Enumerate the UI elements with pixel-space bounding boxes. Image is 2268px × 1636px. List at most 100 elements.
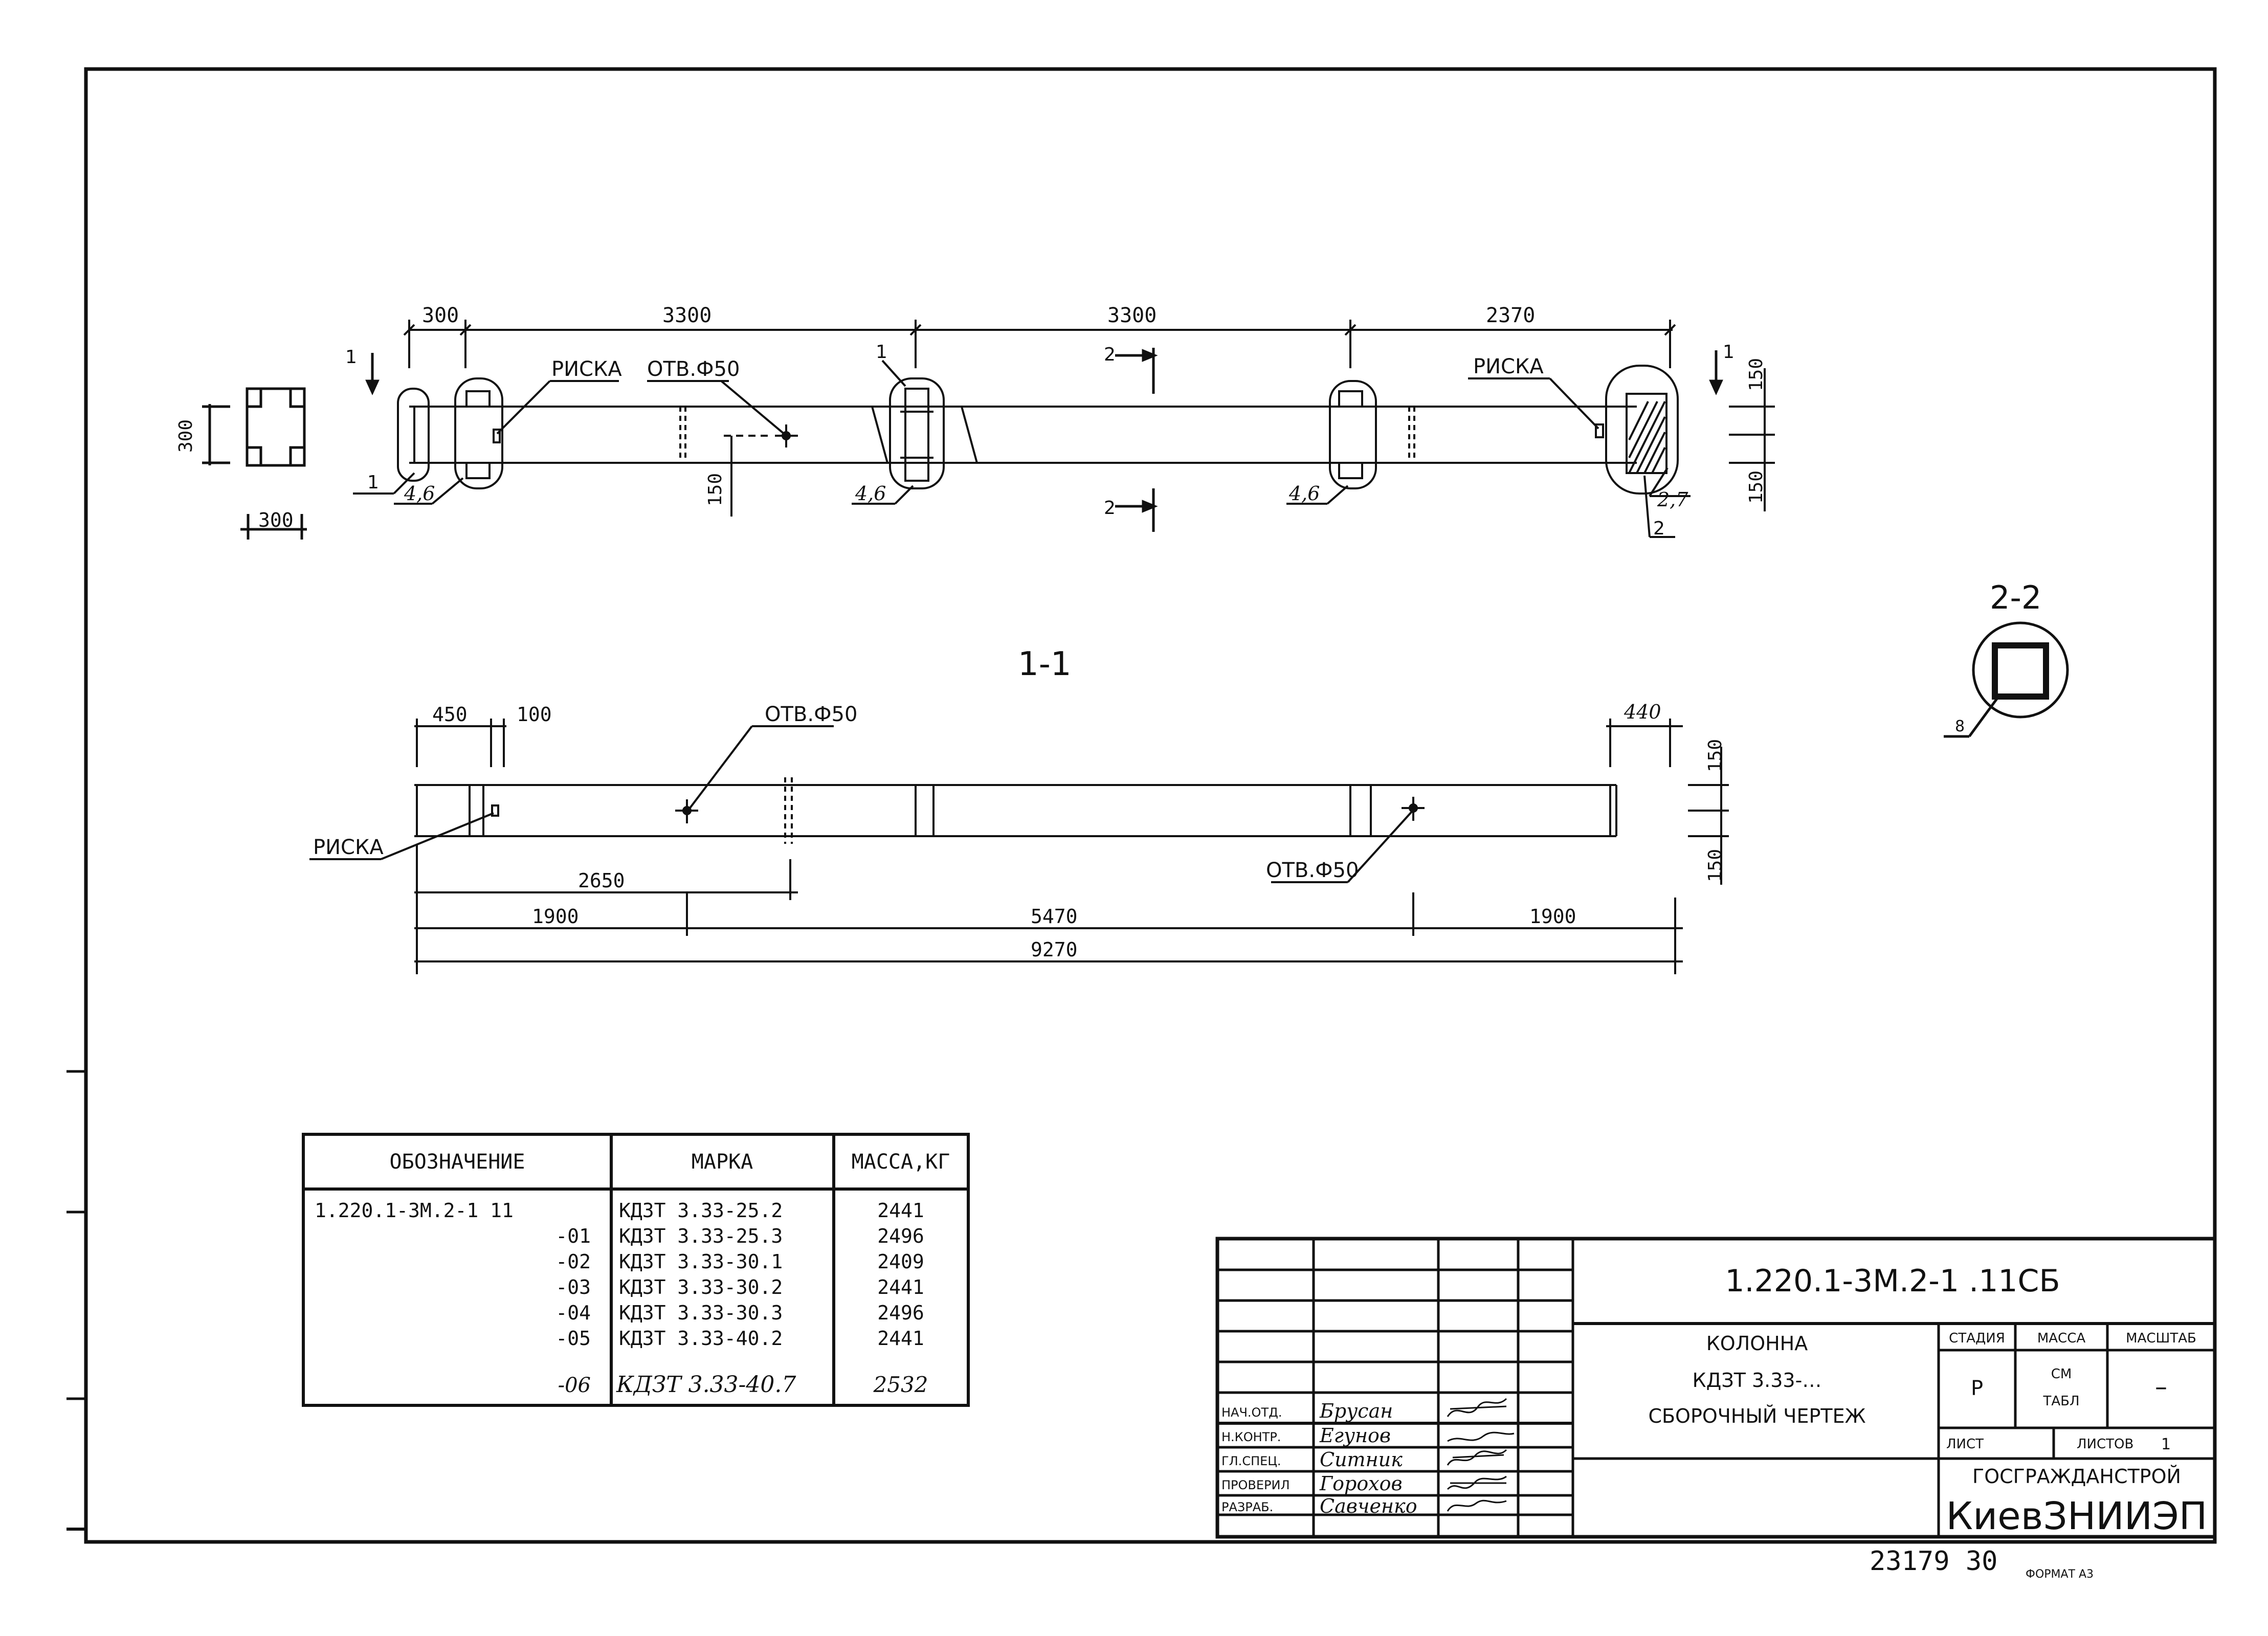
spec-mass: 2496 bbox=[877, 1302, 924, 1324]
dim-450: 450 bbox=[432, 703, 468, 726]
mass-value-2: ТАБЛ bbox=[2042, 1394, 2079, 1409]
spec-header-designation: ОБОЗНАЧЕНИЕ bbox=[390, 1150, 525, 1174]
document-code: 1.220.1-3М.2-1 .11СБ bbox=[1725, 1263, 2060, 1299]
spec-mark: КДЗТ 3.33-30.1 bbox=[619, 1250, 783, 1273]
dim-3300-a: 3300 bbox=[662, 304, 711, 327]
person-name: Брусан bbox=[1319, 1400, 1393, 1422]
section-bottom-dim-300: 300 bbox=[258, 509, 294, 531]
product-name: КОЛОННА bbox=[1706, 1332, 1808, 1355]
spec-row-1: -01 КДЗТ 3.33-25.3 2496 bbox=[555, 1225, 924, 1247]
dim-9270: 9270 bbox=[1031, 938, 1078, 961]
spec-designation: -03 bbox=[555, 1276, 591, 1298]
format-label: ФОРМАТ А3 bbox=[2026, 1568, 2094, 1581]
hole-dim-150: 150 bbox=[705, 473, 726, 506]
spec-row-5: -05 КДЗТ 3.33-40.2 2441 bbox=[555, 1327, 924, 1350]
org-name: ГОСГРАЖДАНСТРОЙ bbox=[1972, 1465, 2181, 1488]
mass-value-1: СМ bbox=[2051, 1366, 2072, 1382]
label-riska-section: РИСКА bbox=[313, 836, 384, 859]
cut1-left: 1 bbox=[345, 347, 357, 368]
person-name: Егунов bbox=[1319, 1424, 1391, 1447]
spec-mass: 2409 bbox=[877, 1250, 924, 1273]
dim-100: 100 bbox=[517, 703, 552, 726]
spec-mass: 2441 bbox=[877, 1199, 924, 1222]
callout-1-mid: 1 bbox=[876, 342, 887, 363]
sheet-frame bbox=[66, 67, 2217, 1544]
drawing-type: СБОРОЧНЫЙ ЧЕРТЕЖ bbox=[1648, 1405, 1865, 1427]
callout-2: 2 bbox=[1653, 518, 1665, 539]
dim-2650: 2650 bbox=[578, 869, 625, 892]
scale-header: МАСШТАБ bbox=[2126, 1331, 2196, 1346]
section-2-2: 2-2 8 bbox=[1944, 579, 2069, 738]
spec-table: ОБОЗНАЧЕНИЕ МАРКА МАССА,КГ 1.220.1-3М.2-… bbox=[302, 1133, 970, 1407]
spec-designation: -01 bbox=[555, 1225, 591, 1247]
dim-1900-b: 1900 bbox=[1529, 905, 1576, 928]
spec-row-2: -02 КДЗТ 3.33-30.1 2409 bbox=[555, 1250, 924, 1273]
sheets-label: ЛИСТОВ bbox=[2077, 1437, 2133, 1452]
callout-27: 2,7 bbox=[1657, 488, 1688, 511]
role-label: Н.КОНТР. bbox=[1221, 1430, 1281, 1444]
spec-mark: КДЗТ 3.33-30.3 bbox=[619, 1302, 783, 1324]
person-name: Савченко bbox=[1320, 1495, 1417, 1517]
spec-mark: КДЗТ 3.33-30.2 bbox=[619, 1276, 783, 1298]
spec-mass: 2441 bbox=[877, 1276, 924, 1298]
spec-mark: КДЗТ 3.33-40.2 bbox=[619, 1327, 783, 1350]
spec-designation: 1.220.1-3М.2-1 11 bbox=[315, 1199, 514, 1222]
top-view: 300 3300 3300 2370 bbox=[175, 304, 1775, 540]
label-hole-section-right: ОТВ.Ф50 bbox=[1266, 859, 1359, 882]
dim-1900-a: 1900 bbox=[532, 905, 579, 928]
spec-row-6: -06 КДЗТ 3.33-40.7 2532 bbox=[558, 1372, 928, 1398]
cut2-bottom: 2 bbox=[1104, 498, 1116, 519]
inventory-number: 23179 30 bbox=[1870, 1546, 1997, 1577]
spec-row-0: 1.220.1-3М.2-1 11 КДЗТ 3.33-25.2 2441 bbox=[315, 1199, 924, 1222]
org-institute: КиевЗНИИЭП bbox=[1946, 1494, 2208, 1538]
sheets-value: 1 bbox=[2161, 1436, 2171, 1453]
dim-2370: 2370 bbox=[1486, 304, 1535, 327]
role-label: РАЗРАБ. bbox=[1221, 1500, 1273, 1514]
dim-3300-b: 3300 bbox=[1107, 304, 1157, 327]
side-dim-150-b: 150 bbox=[1746, 470, 1767, 504]
spec-row-4: -04 КДЗТ 3.33-30.3 2496 bbox=[555, 1302, 924, 1324]
title-block: 1.220.1-3М.2-1 .11СБ КОЛОННА КДЗТ 3.33-…… bbox=[1215, 1237, 2217, 1539]
section-2-2-title: 2-2 bbox=[1990, 579, 2041, 616]
callout-46-c: 4,6 bbox=[1288, 482, 1320, 505]
spec-mark: КДЗТ 3.33-25.3 bbox=[619, 1225, 783, 1247]
callout-46-a: 4,6 bbox=[404, 482, 435, 505]
spec-header-mark: МАРКА bbox=[692, 1150, 753, 1174]
label-hole-left: ОТВ.Ф50 bbox=[647, 357, 740, 381]
product-mark: КДЗТ 3.33-… bbox=[1693, 1369, 1822, 1392]
dim-300: 300 bbox=[422, 304, 459, 327]
section-1-1: 1-1 bbox=[309, 645, 1729, 974]
role-label: ПРОВЕРИЛ bbox=[1221, 1478, 1290, 1492]
section-side-dim-300: 300 bbox=[175, 419, 196, 453]
spec-header-mass: МАССА,КГ bbox=[852, 1150, 950, 1174]
spec-mass: 2441 bbox=[877, 1327, 924, 1350]
spec-designation: -04 bbox=[555, 1302, 591, 1324]
spec-designation: -05 bbox=[555, 1327, 591, 1350]
side-dim-150-a: 150 bbox=[1746, 358, 1767, 391]
spec-mark: КДЗТ 3.33-40.7 bbox=[616, 1372, 796, 1398]
section-1-1-title: 1-1 bbox=[1018, 645, 1072, 683]
role-label: НАЧ.ОТД. bbox=[1221, 1405, 1282, 1420]
dim-440: 440 bbox=[1624, 701, 1661, 723]
spec-designation: -02 bbox=[555, 1250, 591, 1273]
signature-scribbles bbox=[1447, 1398, 1515, 1512]
spec-mass: 2496 bbox=[877, 1225, 924, 1247]
section-2-2-callout: 8 bbox=[1955, 718, 1965, 735]
spec-mass: 2532 bbox=[873, 1372, 928, 1397]
label-riska-right: РИСКА bbox=[1473, 355, 1544, 378]
section-side-dim-150-a: 150 bbox=[1705, 739, 1726, 772]
spec-row-3: -03 КДЗТ 3.33-30.2 2441 bbox=[555, 1276, 924, 1298]
callout-46-b: 4,6 bbox=[855, 482, 886, 505]
section-side-dim-150-b: 150 bbox=[1705, 849, 1726, 882]
spec-mark: КДЗТ 3.33-25.2 bbox=[619, 1199, 783, 1222]
stage-value: Р bbox=[1971, 1377, 1983, 1400]
callout-1-left: 1 bbox=[367, 472, 379, 493]
signature-rows: НАЧ.ОТД. Брусан Н.КОНТР. Егунов ГЛ.СПЕЦ.… bbox=[1221, 1400, 1417, 1517]
label-riska-left: РИСКА bbox=[551, 357, 622, 381]
spec-designation: -06 bbox=[558, 1374, 591, 1397]
label-hole-section-left: ОТВ.Ф50 bbox=[765, 703, 857, 726]
stage-header: СТАДИЯ bbox=[1949, 1331, 2005, 1346]
cut2-top: 2 bbox=[1104, 344, 1116, 365]
scale-value: – bbox=[2155, 1373, 2167, 1401]
